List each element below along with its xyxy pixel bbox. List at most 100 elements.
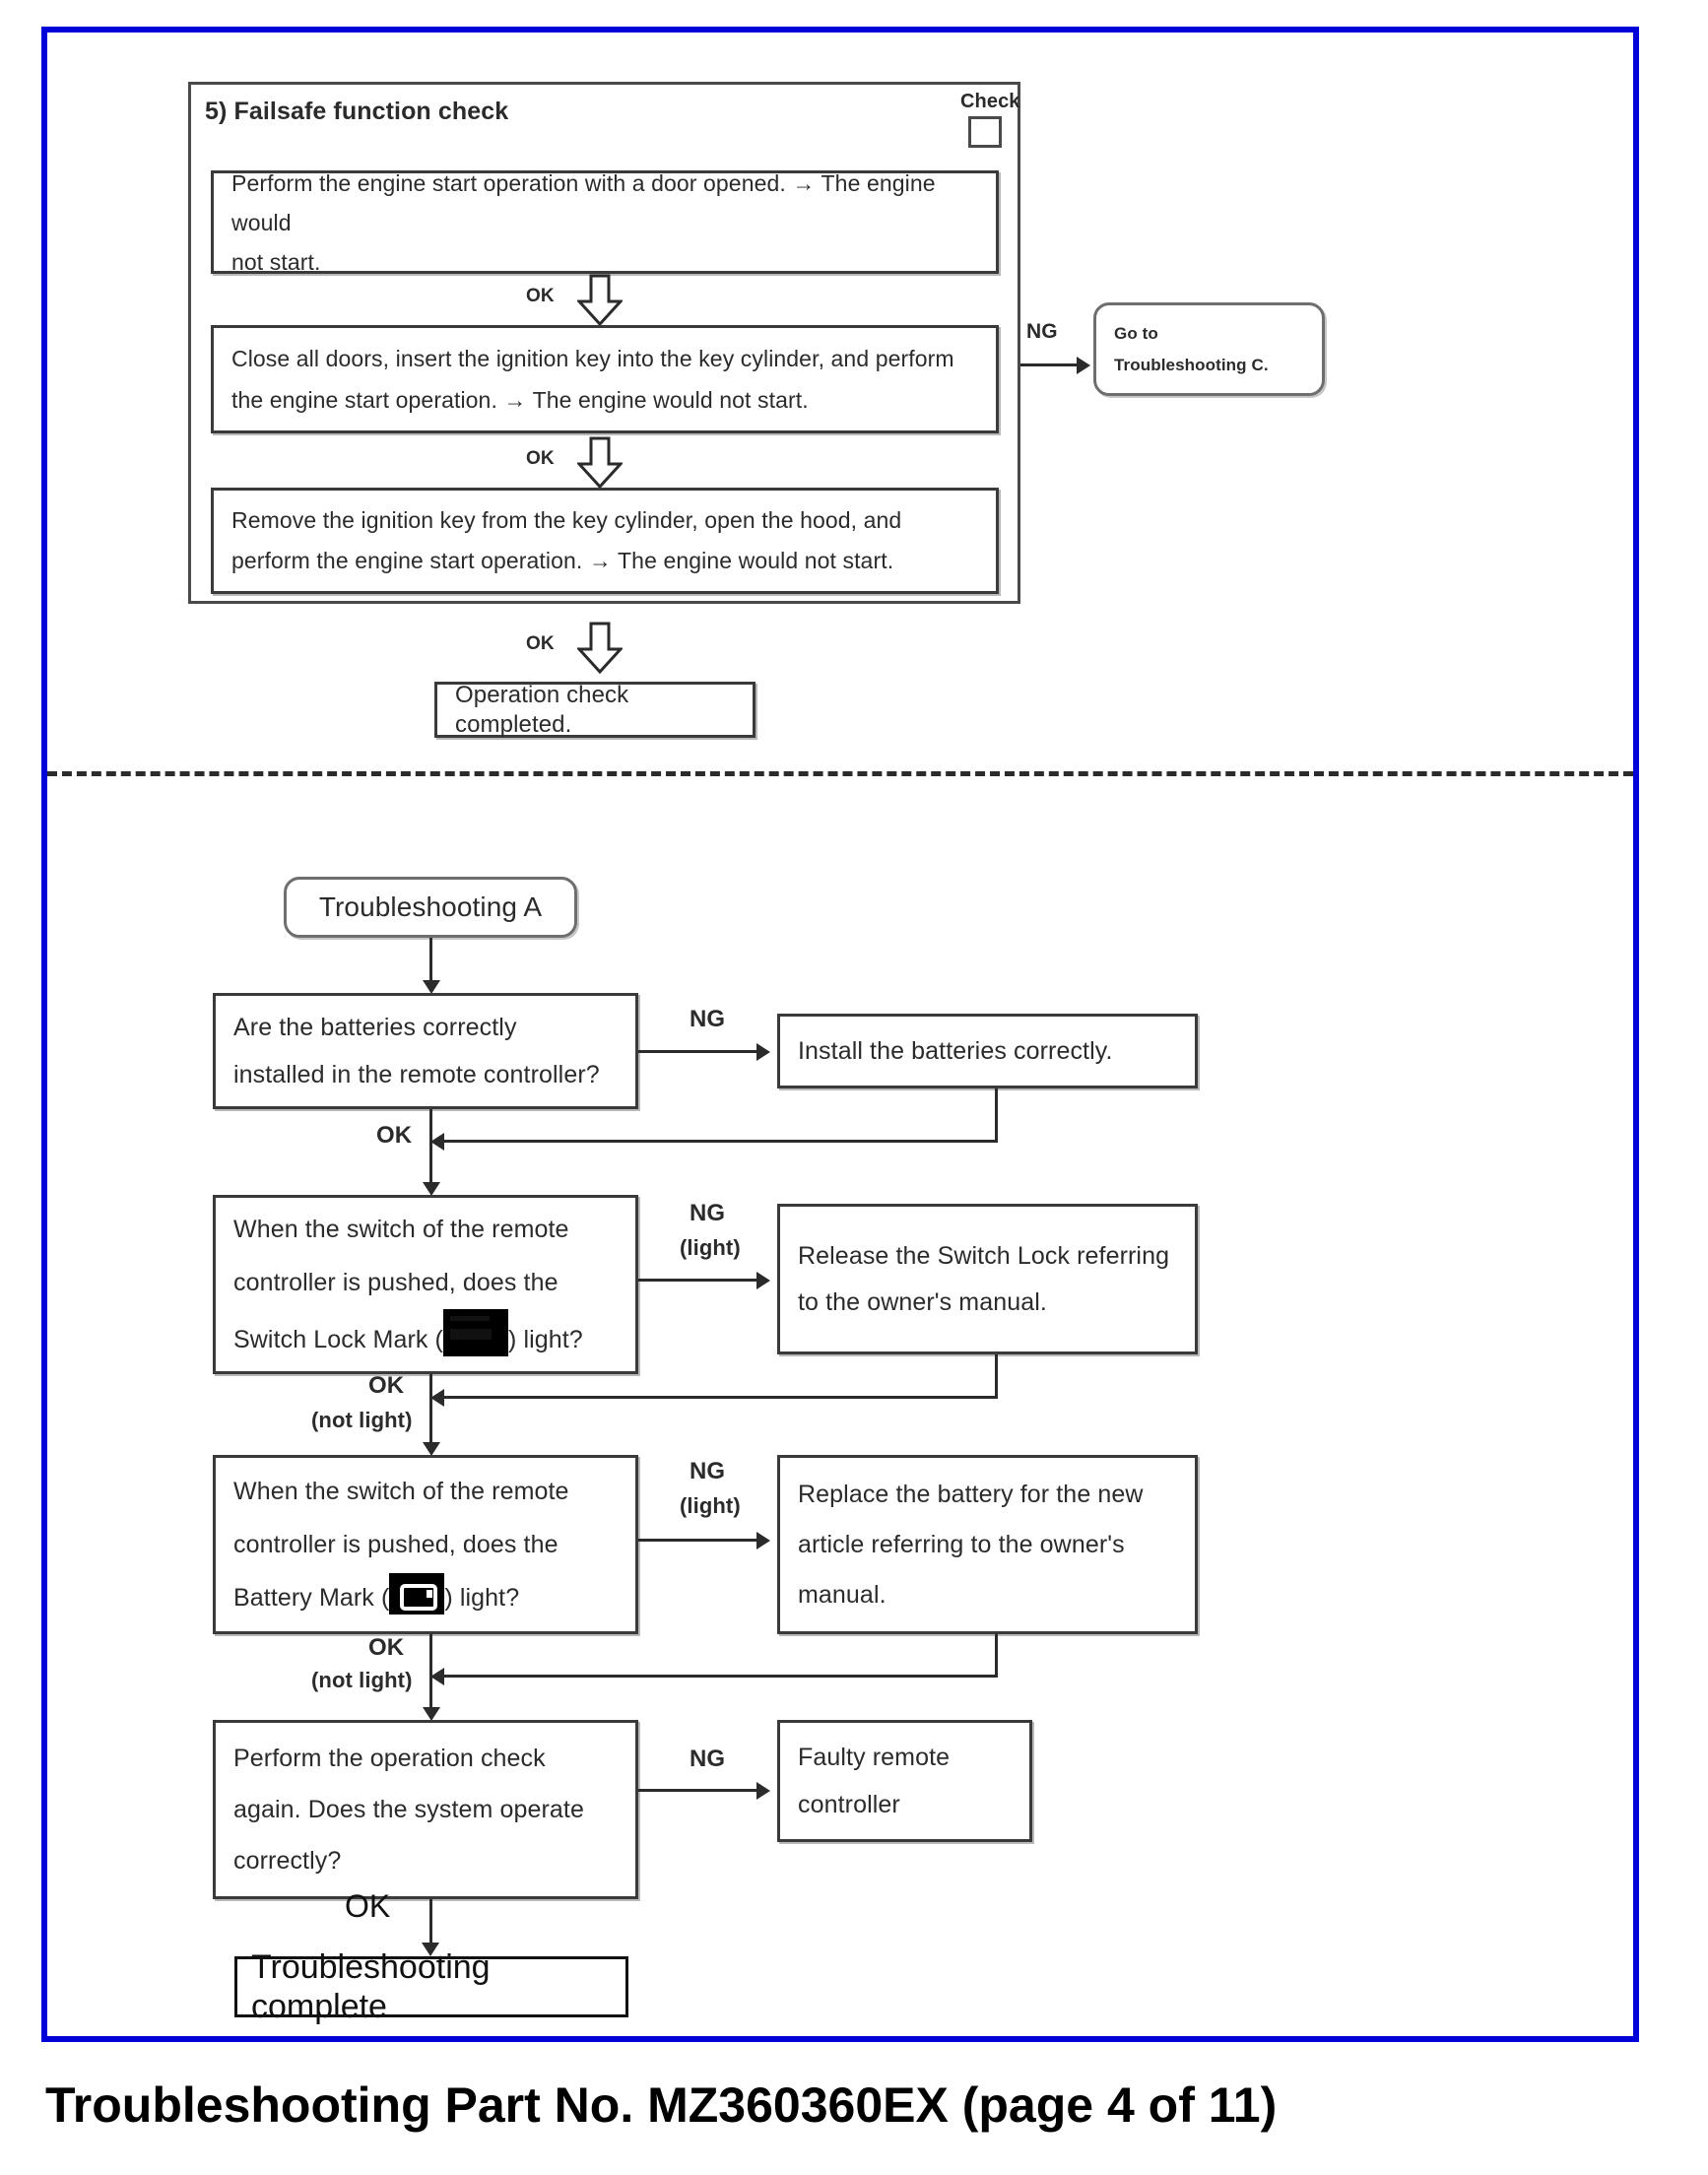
ts-step-3-to-4-arrowhead: [423, 1707, 440, 1721]
ts-step-1-ng-arrowhead: [756, 1043, 770, 1061]
ng-arrow-head: [1077, 357, 1090, 374]
ts-step-2-question-box: When the switch of the remote controller…: [213, 1195, 638, 1374]
failsafe-ok-label-3: OK: [526, 633, 555, 654]
ts-step-1-to-2-line: [429, 1109, 432, 1192]
ts-step-3-ok-sub: (not light): [311, 1668, 413, 1692]
operation-check-completed-box: Operation check completed.: [434, 682, 755, 738]
page-border: [41, 27, 1639, 2042]
section-divider: [47, 771, 1633, 776]
ts-step-2-line3: Switch Lock Mark ( ) light?: [233, 1309, 618, 1366]
down-arrow-outline-2: [577, 436, 623, 490]
ts-step-1-question-box: Are the batteries correctly installed in…: [213, 993, 638, 1109]
ts-step-1-line2: installed in the remote controller?: [233, 1061, 600, 1088]
ts-step-2-action-line2: to the owner's manual.: [798, 1287, 1047, 1316]
ts-step-3-line3-tail: ) light?: [444, 1584, 520, 1612]
failsafe-step-1-line1: Perform the engine start operation with …: [231, 169, 936, 235]
ts-step-2-to-3-arrowhead: [423, 1442, 440, 1456]
ts-step-1-return-vline: [995, 1088, 998, 1143]
ts-step-3-return-vline: [995, 1634, 998, 1678]
failsafe-step-2-box: Close all doors, insert the ignition key…: [211, 325, 999, 433]
ts-step-1-line1: Are the batteries correctly: [233, 1014, 517, 1041]
failsafe-step-2-line2: the engine start operation. → The engine…: [231, 387, 809, 413]
ts-step-3-line2: controller is pushed, does the: [233, 1531, 558, 1558]
ts-step-3-question-box: When the switch of the remote controller…: [213, 1455, 638, 1634]
ts-step-1-ok-label: OK: [376, 1122, 413, 1149]
ts-step-4-to-end-line: [429, 1899, 432, 1953]
ts-step-3-action-line1: Replace the battery for the new: [798, 1480, 1144, 1508]
ts-step-3-ok-label: OK: [368, 1634, 405, 1661]
ts-step-3-ng-sub: (light): [680, 1493, 741, 1518]
failsafe-step-3-line2: perform the engine start operation. → Th…: [231, 548, 894, 573]
ts-step-1-action-line1: Install the batteries correctly.: [798, 1037, 1113, 1065]
goto-line2: Troubleshooting C.: [1114, 355, 1269, 374]
check-label: Check: [960, 91, 1020, 112]
troubleshooting-complete-label: Troubleshooting complete: [251, 1948, 491, 2025]
ts-step-2-action-line1: Release the Switch Lock referring: [798, 1241, 1170, 1270]
ts-step-1-to-2-arrowhead: [423, 1182, 440, 1196]
ts-step-2-ok-sub: (not light): [311, 1408, 413, 1432]
ts-step-2-line3-head: Switch Lock Mark (: [233, 1326, 443, 1353]
ts-step-2-action-box: Release the Switch Lock referring to the…: [777, 1204, 1198, 1354]
failsafe-ok-label-2: OK: [526, 448, 555, 469]
start-to-step1-line: [429, 938, 432, 989]
failsafe-ng-label: NG: [1026, 320, 1058, 343]
ts-step-4-line3: correctly?: [233, 1847, 342, 1875]
ts-step-1-return-hline: [441, 1140, 998, 1143]
ts-step-2-line1: When the switch of the remote: [233, 1216, 569, 1243]
goto-line1: Go to: [1114, 323, 1158, 343]
ts-step-3-ng-label: NG: [690, 1458, 726, 1484]
ts-step-4-action-line1: Faulty remote: [798, 1744, 951, 1771]
failsafe-check-group: [188, 82, 1020, 604]
ts-step-2-ng-sub: (light): [680, 1235, 741, 1260]
ts-step-2-ok-label: OK: [368, 1372, 405, 1399]
failsafe-ok-label-1: OK: [526, 286, 555, 306]
operation-check-completed-text: Operation check completed.: [455, 681, 629, 738]
troubleshooting-a-start-node: Troubleshooting A: [284, 877, 577, 938]
ts-step-2-return-hline: [441, 1396, 998, 1399]
goto-troubleshooting-c-box[interactable]: Go to Troubleshooting C.: [1093, 302, 1325, 396]
ts-step-3-ng-line: [638, 1539, 758, 1542]
failsafe-step-3-box: Remove the ignition key from the key cyl…: [211, 488, 999, 594]
start-to-step1-arrowhead: [423, 980, 440, 994]
ts-step-3-return-arrowhead: [430, 1668, 444, 1685]
ts-step-2-ng-label: NG: [690, 1200, 726, 1226]
ts-step-4-ng-arrowhead: [756, 1782, 770, 1800]
ts-step-4-ok-label: OK: [345, 1888, 391, 1924]
ts-step-2-return-arrowhead: [430, 1389, 444, 1407]
failsafe-step-3-line1: Remove the ignition key from the key cyl…: [231, 507, 902, 533]
ts-step-2-ng-line: [638, 1279, 758, 1282]
down-arrow-outline-1: [577, 274, 623, 327]
ts-step-2-return-vline: [995, 1354, 998, 1399]
ts-step-2-line3-tail: ) light?: [507, 1326, 583, 1353]
failsafe-step-1-line2: not start.: [231, 248, 321, 275]
ts-step-1-return-arrowhead: [430, 1133, 444, 1151]
ts-step-4-ng-label: NG: [690, 1746, 726, 1772]
troubleshooting-a-label: Troubleshooting A: [318, 891, 543, 922]
ts-step-2-ng-arrowhead: [756, 1272, 770, 1289]
ts-step-3-line1: When the switch of the remote: [233, 1478, 569, 1505]
ts-step-1-action-box: Install the batteries correctly.: [777, 1014, 1198, 1088]
ts-step-2-to-3-line: [429, 1374, 432, 1453]
ts-step-3-line3-head: Battery Mark (: [233, 1584, 390, 1612]
ng-connector-line: [1020, 363, 1080, 366]
ts-step-4-action-box: Faulty remote controller: [777, 1720, 1032, 1842]
failsafe-heading: 5) Failsafe function check: [205, 98, 509, 125]
ts-step-4-to-end-arrowhead: [422, 1943, 439, 1956]
ts-step-1-ng-label: NG: [690, 1006, 726, 1032]
failsafe-step-2-line1: Close all doors, insert the ignition key…: [231, 346, 954, 371]
ts-step-3-action-box: Replace the battery for the new article …: [777, 1455, 1198, 1634]
ts-step-4-ng-line: [638, 1789, 758, 1792]
ts-step-3-to-4-line: [429, 1634, 432, 1718]
ts-step-3-action-line2: article referring to the owner's: [798, 1530, 1125, 1558]
battery-mark-icon: [389, 1573, 445, 1615]
page-caption: Troubleshooting Part No. MZ360360EX (pag…: [45, 2077, 1278, 2133]
ts-step-4-line2: again. Does the system operate: [233, 1796, 584, 1823]
switch-lock-mark-icon: [442, 1309, 508, 1356]
ts-step-3-return-hline: [441, 1675, 998, 1678]
check-checkbox[interactable]: [968, 116, 1002, 148]
down-arrow-outline-3: [577, 622, 623, 675]
ts-step-4-line1: Perform the operation check: [233, 1745, 546, 1772]
ts-step-3-ng-arrowhead: [756, 1532, 770, 1549]
failsafe-step-1-box: Perform the engine start operation with …: [211, 170, 999, 275]
ts-step-4-question-box: Perform the operation check again. Does …: [213, 1720, 638, 1899]
